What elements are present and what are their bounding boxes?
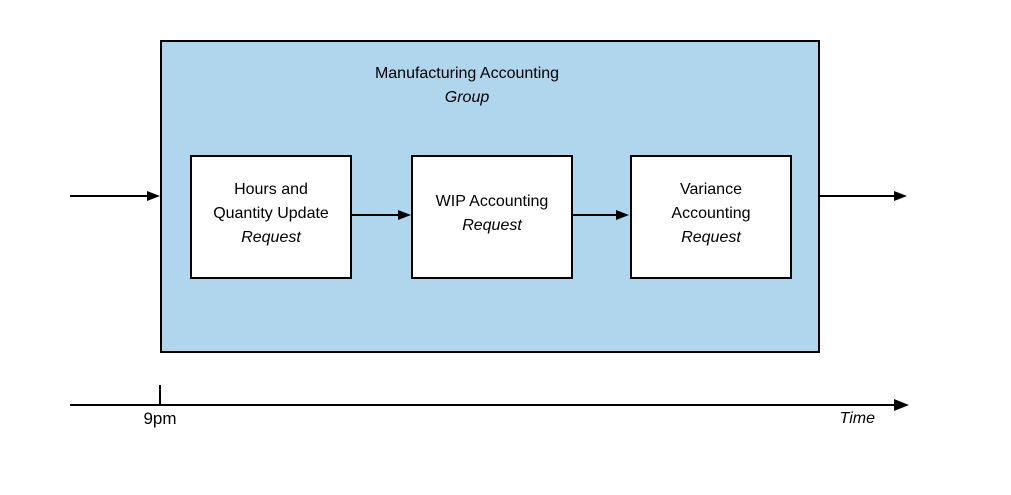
process-box-hours-quantity-update: Hours and Quantity Update Request <box>190 155 352 279</box>
process-box-wip-accounting: WIP Accounting Request <box>411 155 573 279</box>
group-title-line1: Manufacturing Accounting <box>374 65 560 82</box>
flow-arrow-line <box>352 214 400 216</box>
group-title-line2: Group <box>444 89 490 106</box>
process-request-label: Request <box>241 229 301 246</box>
process-label-line: Quantity Update <box>213 205 329 222</box>
outbound-arrowhead-icon <box>894 191 907 201</box>
timeline-arrowhead-icon <box>894 399 909 411</box>
inbound-arrowhead-icon <box>147 191 160 201</box>
outbound-arrow-line <box>820 195 896 197</box>
flow-arrow-line <box>571 214 618 216</box>
timeline-axis-label: Time <box>839 410 875 427</box>
flow-arrowhead-icon <box>398 210 411 220</box>
process-request-label: Request <box>462 217 522 234</box>
inbound-arrow-line <box>70 195 149 197</box>
timeline-axis-line <box>70 404 896 406</box>
group-title: Manufacturing Accounting Group <box>139 62 795 110</box>
timeline-tick-label: 9pm <box>143 409 177 428</box>
timeline-tick-9pm <box>159 385 161 405</box>
process-box-variance-accounting: Variance Accounting Request <box>630 155 792 279</box>
flow-arrowhead-icon <box>616 210 629 220</box>
process-label-line: Accounting <box>671 205 751 222</box>
process-label-line: WIP Accounting <box>435 193 549 210</box>
process-request-label: Request <box>681 229 741 246</box>
process-label-line: Hours and <box>234 181 308 198</box>
process-label-line: Variance <box>680 181 742 198</box>
